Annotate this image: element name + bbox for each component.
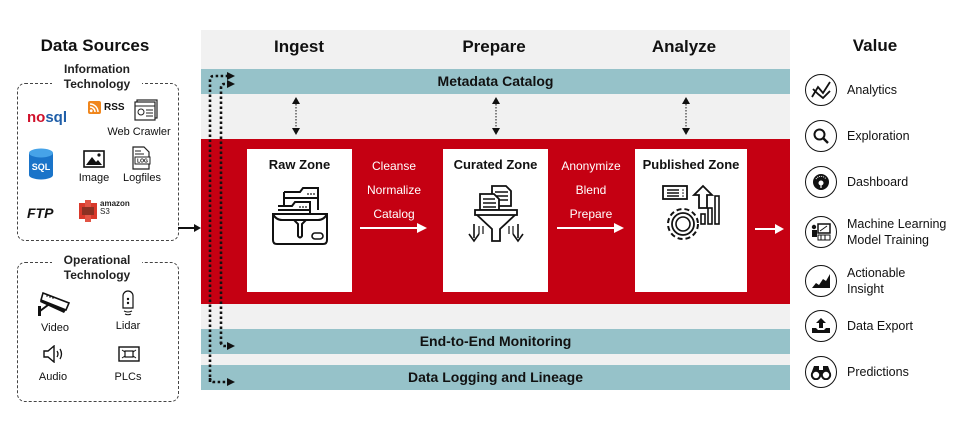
binoculars-icon [805,356,837,388]
phase-ingest: Ingest [273,37,325,56]
plc-chip-icon [118,346,140,362]
operational-technology-title: Operational Technology [52,253,142,283]
presentation-icon [805,216,837,248]
ml-label-line2: Model Training [847,233,929,247]
value-label-dashboard: Dashboard [847,175,909,189]
magnifier-icon [805,120,837,152]
value-label-data-export: Data Export [847,319,914,333]
value-label-ml-training: Machine Learning Model Training [847,216,946,248]
pipeline-output-arrow [755,224,784,234]
prepare-metadata-double-arrow [492,97,500,135]
step-prepare: Prepare [569,207,613,221]
data-logging-lineage-band: Data Logging and Lineage [201,365,790,390]
transition-raw-to-curated: Cleanse Normalize Catalog [356,154,432,226]
value-item-predictions: Predictions [805,356,909,388]
data-sources-title: Data Sources [40,36,150,55]
phase-prepare: Prepare [462,37,526,56]
gear-growth-icon [662,184,720,240]
value-item-exploration: Exploration [805,120,910,152]
value-item-dashboard: Dashboard [805,166,908,198]
s3-text: S3 [100,207,110,216]
value-item-data-export: Data Export [805,310,913,342]
speaker-icon [43,345,63,363]
sources-to-pipeline-arrow [178,224,201,232]
web-crawler-icon [134,99,158,121]
security-camera-icon [38,291,71,316]
folder-zip-icon [271,187,328,245]
curated-zone-title: Curated Zone [453,157,538,172]
value-label-predictions: Predictions [847,365,909,379]
it-title-line1: Information [64,62,130,76]
lidar-label: Lidar [115,320,141,332]
web-crawler-label: Web Crawler [107,126,171,138]
ot-title-line2: Technology [63,268,131,282]
amazon-text: amazon [100,199,130,208]
step-catalog: Catalog [373,207,415,221]
gauge-icon [805,166,837,198]
value-title: Value [852,36,898,55]
ot-title-line1: Operational [63,253,131,267]
insight-label-line2: Insight [847,282,884,296]
ml-label-line1: Machine Learning [847,217,947,231]
cross-cutting-dotted-connectors [208,72,235,386]
value-label-actionable-insight: Actionable Insight [847,265,905,297]
step-cleanse: Cleanse [371,159,417,173]
sql-database-icon: SQL [29,148,53,180]
raw-zone-title: Raw Zone [268,157,331,172]
logfile-icon: LOG [132,146,151,170]
rss-source: RSS [88,101,125,114]
phase-analyze: Analyze [651,37,717,56]
end-to-end-monitoring-band: End-to-End Monitoring [201,329,790,354]
value-item-analytics: Analytics [805,74,897,106]
step-normalize: Normalize [366,183,421,197]
nosql-logo-part1: no [27,109,46,126]
curated-to-published-arrow [557,223,624,233]
insight-label-line1: Actionable [847,266,906,280]
amazon-s3-label: amazon S3 [100,200,130,216]
line-chart-icon [805,74,837,106]
amazon-s3-icon [79,200,97,222]
raw-zone-card: Raw Zone [247,149,352,292]
image-icon [83,150,105,168]
published-zone-title: Published Zone [642,157,740,172]
value-label-exploration: Exploration [847,129,910,143]
rss-label: RSS [104,102,125,113]
log-tag-text: LOG [137,159,148,165]
transition-curated-to-published: Anonymize Blend Prepare [552,154,630,226]
metadata-catalog-band: Metadata Catalog [201,69,790,94]
it-title-line2: Technology [63,77,131,91]
value-item-ml-training: Machine Learning Model Training [805,216,946,248]
raw-to-curated-arrow [360,223,427,233]
curated-zone-card: Curated Zone [443,149,548,292]
ingest-metadata-double-arrow [292,97,300,135]
audio-label: Audio [38,371,68,383]
ftp-logo: FTP [27,205,54,221]
information-technology-title: Information Technology [52,62,142,92]
value-item-actionable-insight: Actionable Insight [805,265,905,297]
value-label-analytics: Analytics [847,83,898,97]
analyze-metadata-double-arrow [682,97,690,135]
published-zone-card: Published Zone [635,149,747,292]
nosql-logo: nosql [27,109,67,126]
rss-icon [88,101,101,114]
image-label: Image [78,172,110,184]
lidar-icon [122,290,134,316]
step-anonymize: Anonymize [561,159,621,173]
sql-icon-text: SQL [32,162,51,172]
video-label: Video [41,322,69,334]
logfiles-label: Logfiles [123,172,161,184]
upload-tray-icon [805,310,837,342]
area-chart-icon [805,265,837,297]
nosql-logo-part2: sql [45,109,68,126]
step-blend: Blend [575,183,607,197]
filter-funnel-icon [467,185,524,243]
plcs-label: PLCs [114,371,142,383]
